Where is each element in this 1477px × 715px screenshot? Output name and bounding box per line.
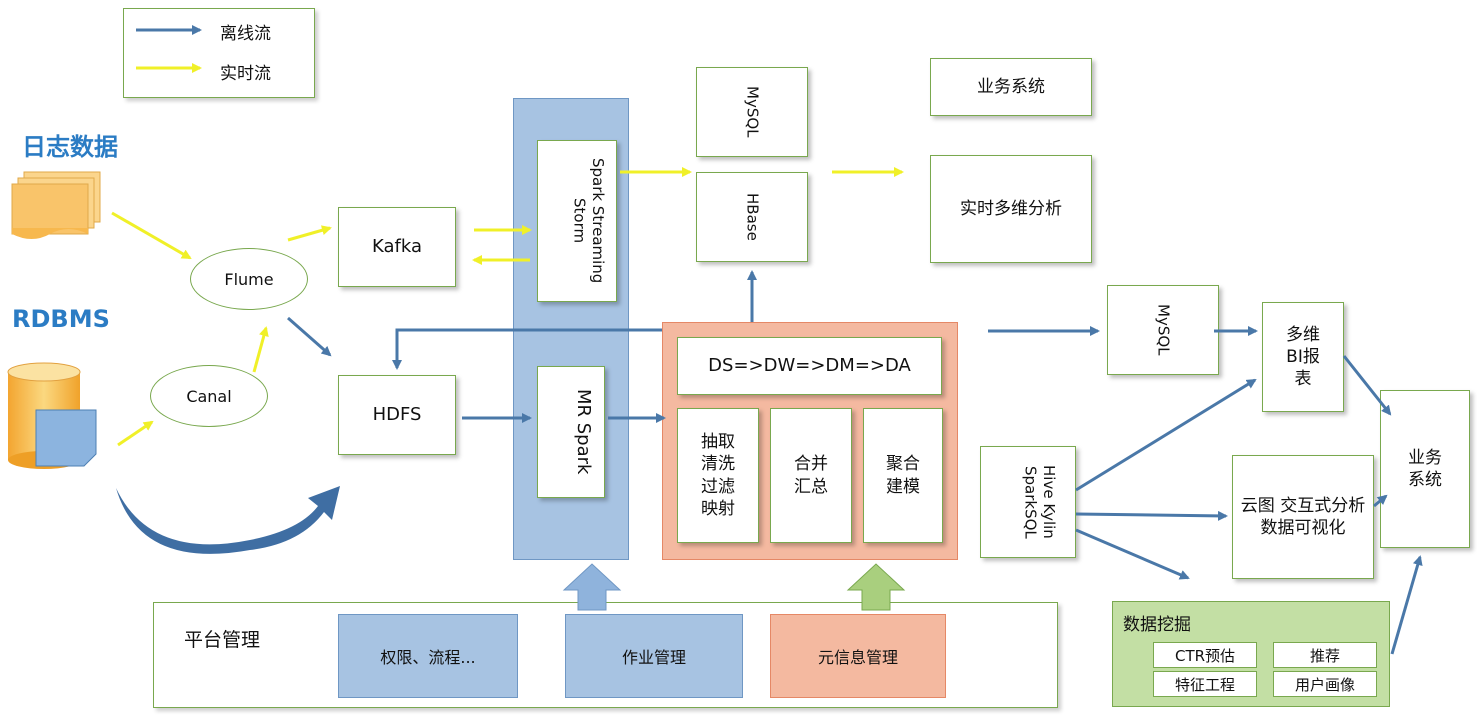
job-management-label: 作业管理 [621,648,686,667]
hbase-node: HBase [696,172,808,262]
etl-node: 抽取 清洗 过滤 映射 [677,408,759,543]
flume-to-kafka-arrow [287,225,332,242]
metadata-management-box: 元信息管理 [770,614,946,698]
logs-to-flume-arrow [111,211,192,260]
hdfs-node: HDFS [338,375,456,455]
merge-node: 合并 汇总 [770,408,852,543]
pipeline-node: DS=>DW=>DM=>DA [677,337,942,395]
kafka-label: Kafka [372,236,422,258]
business-system-right-node: 业务 系统 [1380,390,1470,548]
permission-label: 权限、流程... [380,648,476,667]
canal-node: Canal [150,365,268,427]
mysql-right-node: MySQL [1107,285,1219,375]
feature-engineering-label: 特征工程 [1174,675,1235,694]
ctr-estimate-label: CTR预估 [1174,646,1236,665]
mr-spark-node: MR Spark [537,366,605,498]
log-files-icon [8,170,108,250]
recommend-box: 推荐 [1273,642,1377,668]
database-icon [6,362,106,474]
merge-label: 合并 汇总 [794,454,828,497]
visualization-label: 云图 交互式分析 数据可视化 [1240,495,1366,538]
realtime-analysis-label: 实时多维分析 [960,198,1062,219]
mysql-right-label: MySQL [1154,304,1173,356]
flume-label: Flume [224,269,274,289]
bi-report-label: 多维 BI报 表 [1286,324,1320,390]
engines-to-visualization-arrow [1075,510,1228,521]
business-system-right-label: 业务 系统 [1408,447,1442,490]
legend-offline-label: 离线流 [220,24,271,44]
mysql-top-label: MySQL [743,86,762,138]
db-to-canal-arrow [117,420,154,447]
pipeline-label: DS=>DW=>DM=>DA [708,355,911,377]
canal-label: Canal [186,386,232,406]
bi-report-node: 多维 BI报 表 [1262,302,1344,412]
hdfs-label: HDFS [372,404,422,426]
job-management-box: 作业管理 [565,614,743,698]
user-profile-box: 用户画像 [1273,671,1377,697]
mining-to-business-arrow [1390,555,1423,655]
rdbms-heading: RDBMS [12,305,110,333]
etl-label: 抽取 清洗 过滤 映射 [701,432,735,519]
realtime-analysis-node: 实时多维分析 [930,155,1092,263]
business-system-top-label: 业务系统 [977,76,1045,97]
data-mining-panel: 数据挖掘 CTR预估 推荐 特征工程 用户画像 [1112,601,1390,707]
ctr-estimate-box: CTR预估 [1153,642,1257,668]
platform-management-title: 平台管理 [184,629,261,651]
log-data-heading: 日志数据 [22,133,118,161]
canal-to-flume-arrow [252,326,269,373]
kafka-node: Kafka [338,207,456,287]
legend-realtime-label: 实时流 [220,64,271,84]
hbase-label: HBase [743,193,762,241]
user-profile-label: 用户画像 [1294,675,1355,694]
db-to-hdfs-curved-arrow [116,486,340,554]
legend: 离线流 实时流 [123,8,315,98]
flume-to-hdfs-arrow [287,316,332,357]
spark-streaming-label: Spark Streaming Storm [570,158,607,284]
feature-engineering-box: 特征工程 [1153,671,1257,697]
spark-streaming-node: Spark Streaming Storm [537,140,617,302]
business-system-top-node: 业务系统 [930,58,1092,116]
recommend-label: 推荐 [1309,646,1340,665]
data-mining-title: 数据挖掘 [1123,615,1191,635]
mr-spark-label: MR Spark [573,389,594,475]
metadata-management-label: 元信息管理 [817,648,898,667]
engines-to-mining-arrow [1075,528,1190,580]
permission-box: 权限、流程... [338,614,518,698]
query-engines-node: Hive Kylin SparkSQL [980,446,1076,558]
engines-to-bi-arrow [1075,378,1257,492]
visualization-node: 云图 交互式分析 数据可视化 [1232,455,1374,579]
query-engines-label: Hive Kylin SparkSQL [1021,465,1058,539]
aggregate-label: 聚合 建模 [886,454,920,497]
mysql-top-node: MySQL [696,67,808,157]
flume-node: Flume [190,248,308,310]
aggregate-node: 聚合 建模 [863,408,943,543]
